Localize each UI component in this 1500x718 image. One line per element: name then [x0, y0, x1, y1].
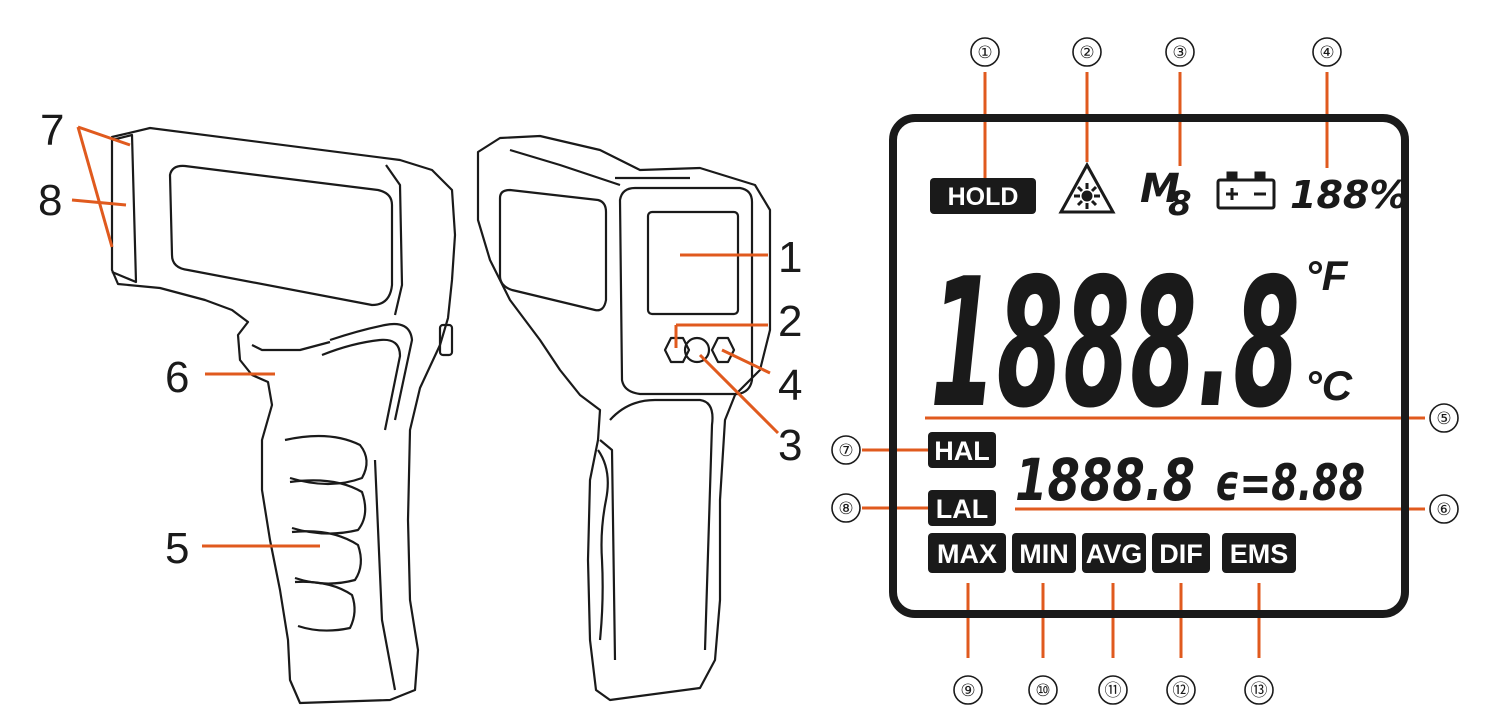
svg-text:HOLD: HOLD: [948, 183, 1019, 211]
hal-indicator: HAL: [928, 432, 996, 468]
sub-reading: 1888.8: [1015, 446, 1195, 514]
callout-6: 6: [165, 353, 189, 402]
button-3-outline: [683, 336, 711, 364]
callout-c8: ⑧: [838, 499, 853, 518]
badge-min: MIN: [1012, 533, 1076, 573]
thermometer-side-view: [110, 126, 457, 705]
svg-text:MAX: MAX: [937, 539, 997, 569]
svg-text:MIN: MIN: [1019, 539, 1069, 569]
callout-c9: ⑨: [960, 681, 975, 700]
callout-c13: ⑬: [1251, 681, 1268, 700]
callout-c11: ⑪: [1105, 681, 1122, 700]
leader-lines: [71, 72, 1425, 658]
callout-c1: ①: [977, 43, 992, 62]
svg-text:M: M: [1140, 166, 1180, 212]
hold-indicator: HOLD: [930, 178, 1036, 214]
lcd-frame: [889, 114, 1409, 618]
callout-7: 7: [40, 106, 64, 155]
callout-c10: ⑩: [1035, 681, 1050, 700]
callout-3: 3: [778, 421, 802, 470]
battery-icon: [1216, 171, 1276, 210]
callout-4: 4: [778, 361, 802, 410]
lcd-callout-labels: ① ② ③ ④ ⑤ ⑥ ⑦ ⑧ ⑨ ⑩ ⑪ ⑫ ⑬: [838, 43, 1451, 700]
main-reading: 1888.8: [930, 240, 1300, 447]
badge-dif: DIF: [1152, 533, 1210, 573]
badge-max: MAX: [928, 533, 1006, 573]
callout-c3: ③: [1172, 43, 1187, 62]
unit-celsius: °C: [1305, 362, 1353, 409]
callout-c5: ⑤: [1436, 409, 1451, 428]
svg-text:EMS: EMS: [1230, 539, 1289, 569]
svg-text:HAL: HAL: [934, 436, 990, 466]
button-4-outline: [710, 336, 736, 364]
lcd-callouts: [831, 37, 1459, 705]
callout-2: 2: [778, 297, 802, 346]
mode-indicator: M 8: [1140, 166, 1192, 224]
lal-indicator: LAL: [928, 490, 996, 526]
thermometer-rear-view: [476, 134, 772, 702]
badge-avg: AVG: [1082, 533, 1146, 573]
callout-5: 5: [165, 524, 189, 573]
svg-text:LAL: LAL: [936, 494, 988, 524]
callout-c4: ④: [1319, 43, 1334, 62]
callout-c2: ②: [1079, 43, 1094, 62]
bottom-badges: MAX MIN AVG DIF EMS: [928, 533, 1296, 573]
emissivity-value: ϵ=8.88: [1215, 454, 1365, 512]
callout-1: 1: [778, 233, 802, 282]
svg-text:AVG: AVG: [1086, 539, 1143, 569]
side-view-callouts: 7 8 6 5: [38, 106, 189, 573]
rear-view-callouts: 1 2 3 4: [778, 233, 802, 470]
svg-text:DIF: DIF: [1159, 539, 1203, 569]
callout-c7: ⑦: [838, 441, 853, 460]
button-2-outline: [663, 336, 691, 364]
battery-percentage: 188%: [1290, 173, 1407, 217]
badge-ems: EMS: [1222, 533, 1296, 573]
unit-fahrenheit: °F: [1305, 252, 1349, 299]
svg-text:8: 8: [1168, 184, 1192, 224]
callout-c12: ⑫: [1173, 681, 1190, 700]
callout-c6: ⑥: [1436, 500, 1451, 519]
laser-warning-icon: [1058, 161, 1116, 214]
callout-8: 8: [38, 176, 62, 225]
